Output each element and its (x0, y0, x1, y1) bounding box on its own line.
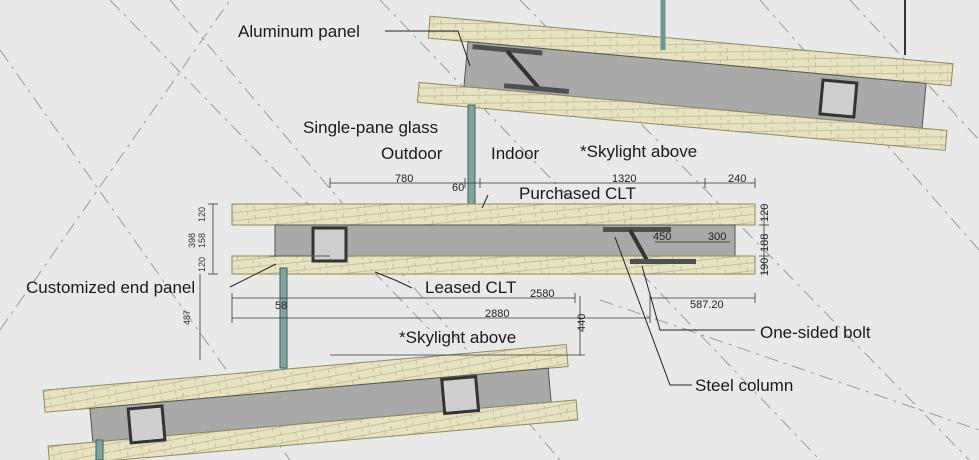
top-clt-lower (416, 81, 948, 151)
label-indoor: Indoor (491, 144, 540, 163)
glass-pane-upper (467, 104, 476, 208)
bottom-clt-lower (47, 399, 579, 460)
label-outdoor: Outdoor (381, 144, 443, 163)
label-one-sided-bolt: One-sided bolt (760, 323, 871, 342)
dim-2580: 2580 (530, 288, 554, 300)
dim-v-398: 398 (187, 233, 197, 248)
dim-58: 58 (275, 300, 287, 312)
top-assembly (416, 15, 954, 151)
middle-assembly (231, 203, 756, 275)
mid-clt-upper (231, 203, 756, 226)
dim-v-120b: 120 (197, 257, 207, 272)
label-purchased-clt: Purchased CLT (519, 184, 636, 203)
dim-v-120a: 120 (197, 207, 207, 222)
label-aluminum-panel: Aluminum panel (238, 22, 360, 41)
dim-1320: 1320 (612, 173, 636, 185)
bottom-steel-column-1 (126, 404, 167, 445)
bottom-steel-column-2 (440, 374, 481, 416)
dim-2880: 2880 (485, 308, 509, 320)
dim-240: 240 (728, 173, 746, 185)
label-customized-end-panel: Customized end panel (26, 278, 195, 297)
leader-lines (229, 30, 755, 386)
label-skylight-above-1: *Skylight above (580, 142, 697, 161)
label-skylight-above-2: *Skylight above (399, 328, 516, 347)
label-leased-clt: Leased CLT (425, 278, 516, 297)
label-steel-column: Steel column (695, 376, 793, 395)
dim-60: 60 (452, 182, 464, 194)
dim-300: 300 (708, 231, 726, 243)
dimension-lines (199, 178, 769, 360)
dim-188: 188 (759, 234, 771, 252)
label-single-pane-glass: Single-pane glass (303, 118, 438, 137)
bottom-assembly (42, 344, 579, 460)
dim-440: 440 (576, 314, 588, 332)
mid-clt-lower (231, 255, 756, 275)
top-steel-column (818, 78, 859, 119)
dim-780: 780 (395, 173, 413, 185)
dim-v-487: 487 (182, 310, 192, 325)
dim-587: 587.20 (690, 299, 724, 311)
dim-120: 120 (759, 204, 771, 222)
dim-v-158: 158 (197, 233, 207, 248)
dim-190: 190 (759, 258, 771, 276)
dim-450: 450 (653, 231, 671, 243)
